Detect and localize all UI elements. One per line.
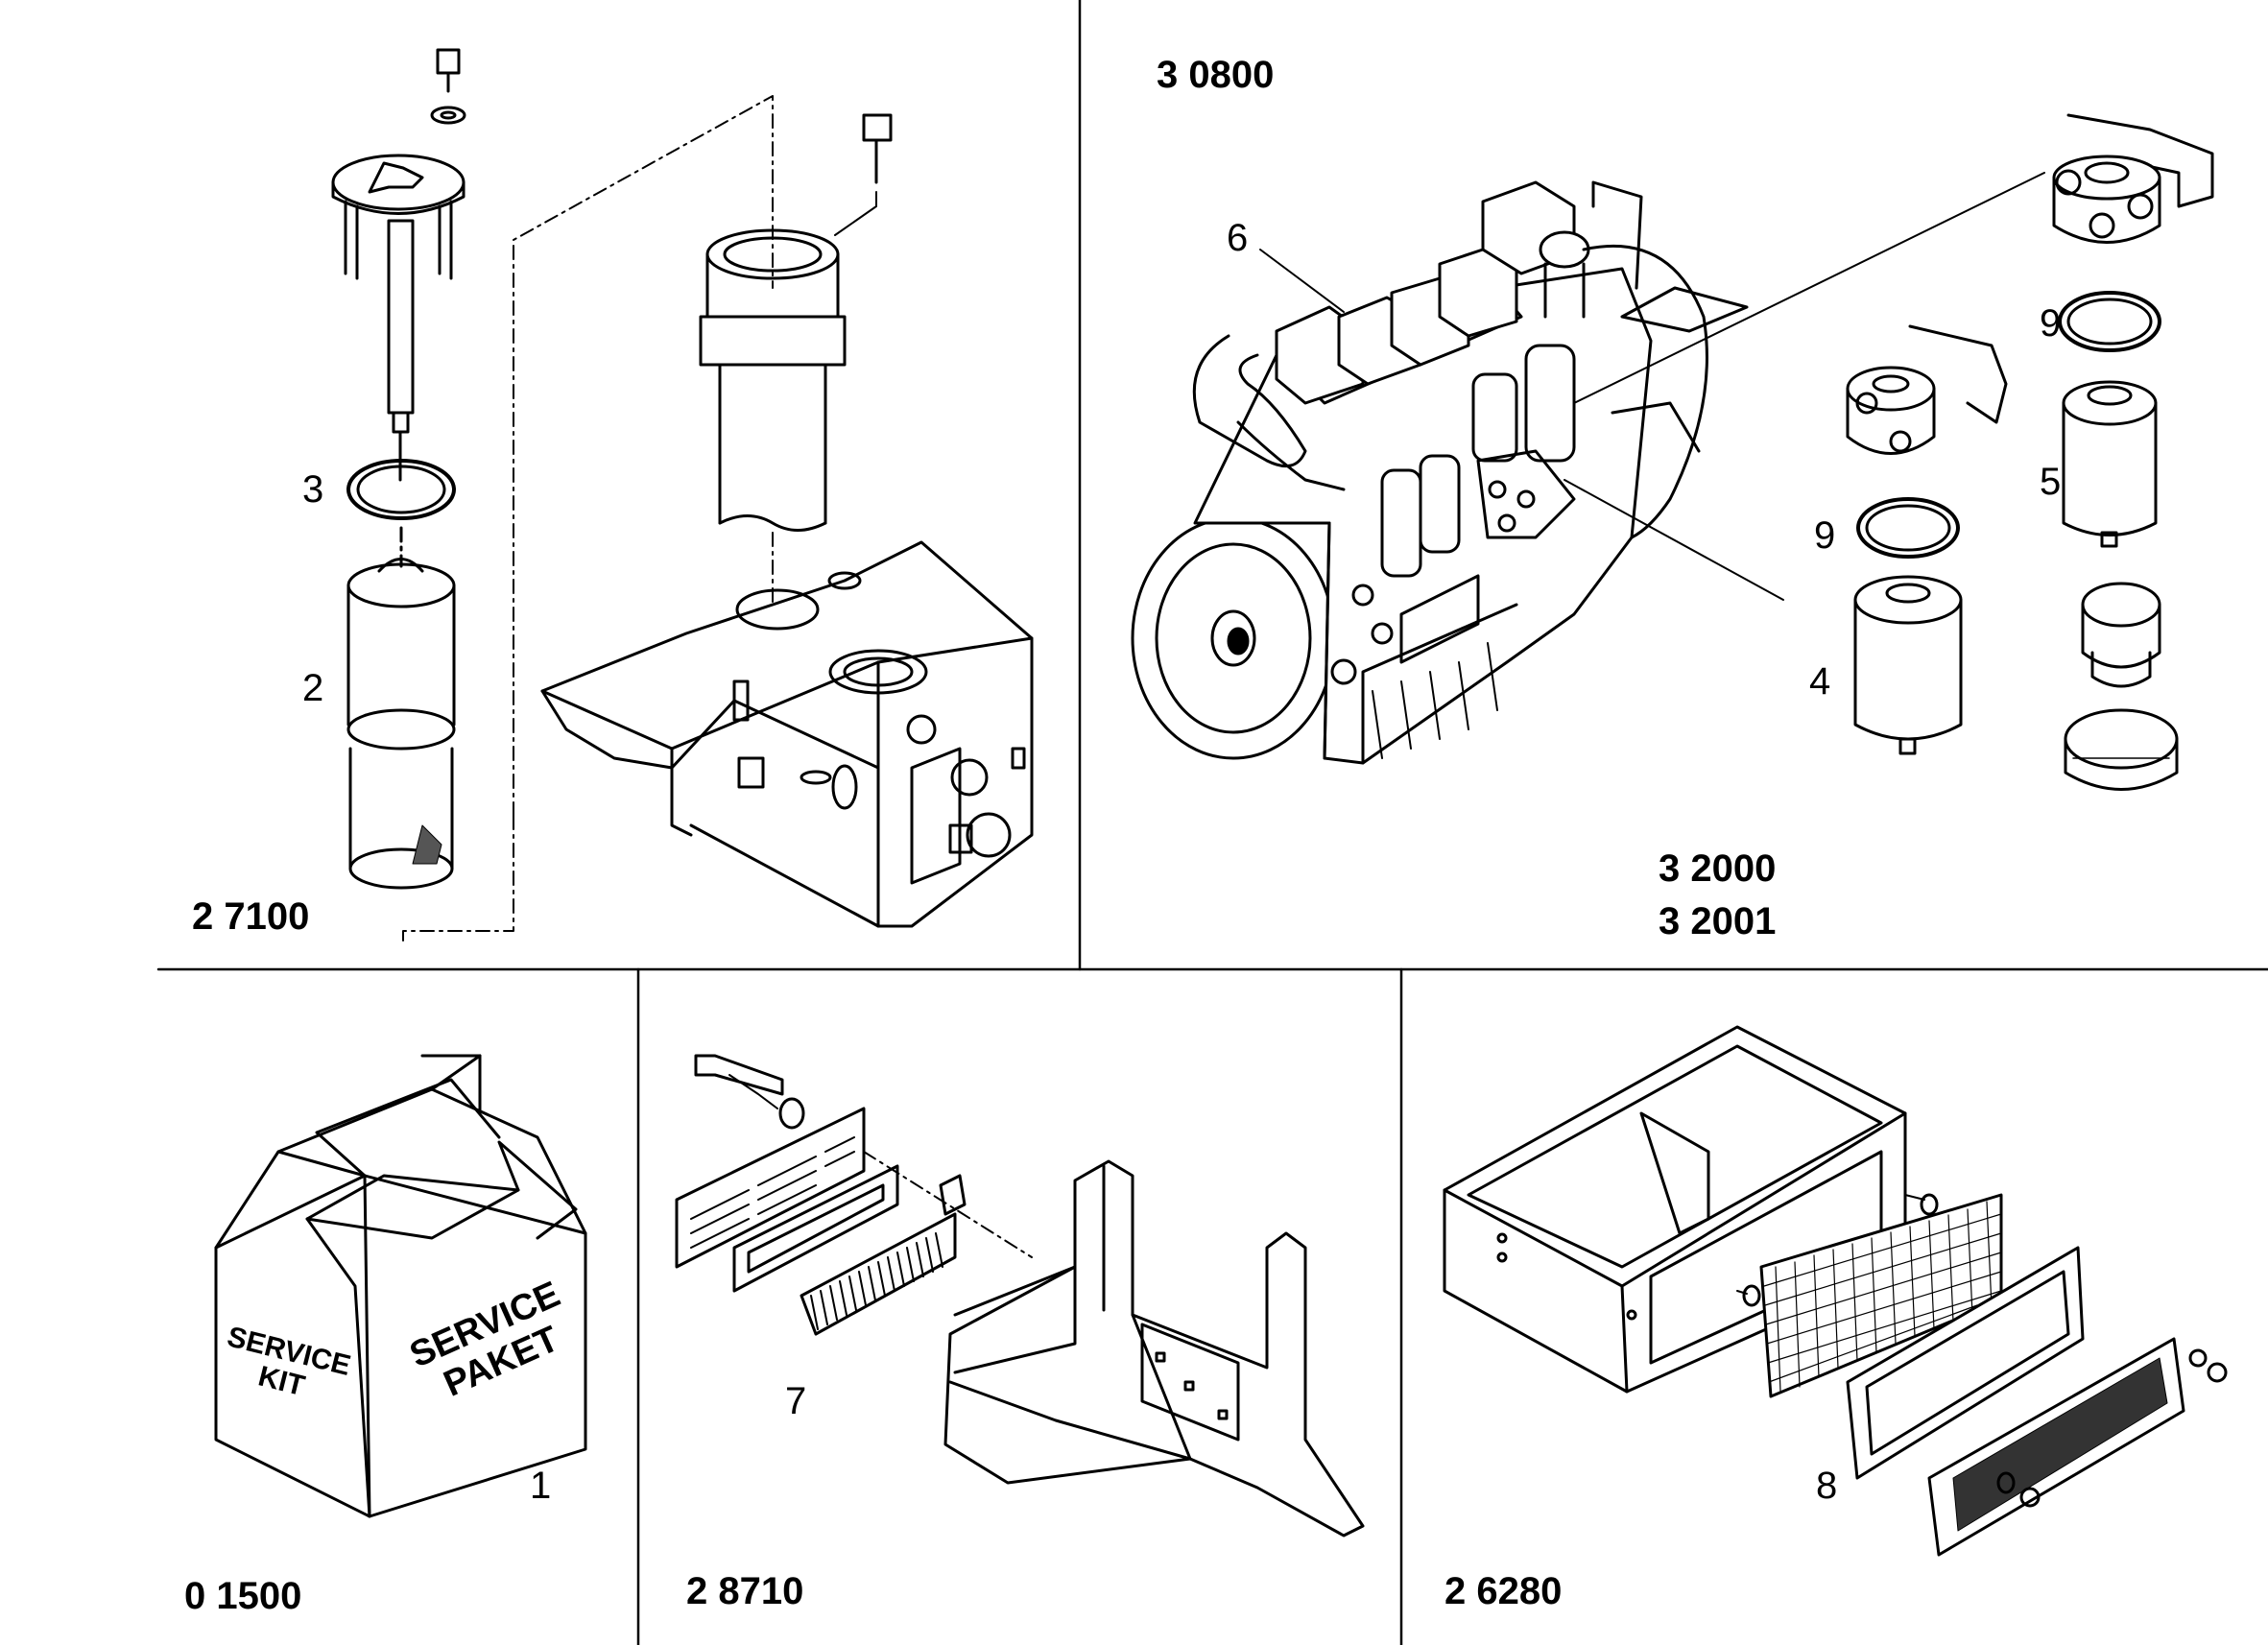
item-number-filter-element: 2 — [302, 667, 324, 709]
item-number-fuel-filter-small: 4 — [1809, 660, 1831, 703]
box-grille-assembly — [1443, 1025, 2228, 1557]
item-number-cab-filter: 7 — [785, 1380, 807, 1422]
section-code-engine: 3 0800 — [1157, 54, 1275, 96]
section-code-fuel-filter-b: 3 2001 — [1659, 900, 1777, 942]
item-number-seal-ring-a: 9 — [2040, 302, 2062, 345]
item-number-fuel-filter-large: 5 — [2040, 461, 2062, 503]
section-code-cab-panel: 2 8710 — [686, 1570, 804, 1612]
fuel-filter-small — [1846, 324, 2008, 755]
section-code-box-grille: 2 6280 — [1444, 1570, 1563, 1612]
section-code-fuel-filter-a: 3 2000 — [1659, 847, 1777, 890]
filter-cartridge-assembly — [331, 48, 774, 942]
engine-illustration — [1131, 172, 2045, 765]
fuel-filter-large — [2052, 113, 2214, 791]
item-number-seal-ring-top: 3 — [302, 468, 324, 511]
tank-assembly — [540, 113, 1034, 928]
item-number-kit: 1 — [530, 1465, 552, 1507]
section-code-filter-tank: 2 7100 — [192, 895, 310, 938]
section-code-service-kit: 0 1500 — [184, 1575, 302, 1617]
item-number-engine-item: 6 — [1227, 217, 1249, 259]
service-kit-box — [214, 1054, 587, 1518]
item-number-seal-ring-b: 9 — [1814, 514, 1836, 557]
item-number-grille-filter: 8 — [1816, 1465, 1838, 1507]
panel-dividers — [156, 0, 2268, 1645]
cab-panel-assembly — [675, 1054, 1365, 1538]
